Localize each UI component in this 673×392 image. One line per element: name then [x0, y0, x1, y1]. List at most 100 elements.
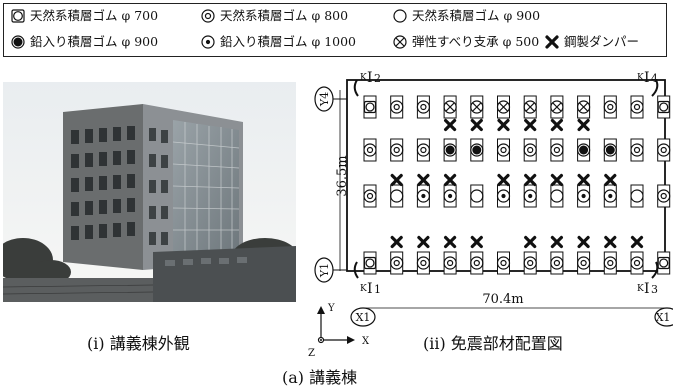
- bearing-r3-c10: [630, 251, 644, 275]
- legend-item-4: 鉛入り積層ゴム φ 1000: [200, 34, 356, 50]
- bold-x-icon: [545, 35, 559, 49]
- bearing-r1-c9: [603, 138, 617, 162]
- marker-ki4: K I 4: [637, 70, 659, 97]
- svg-text:4: 4: [651, 72, 658, 85]
- grid-bubble-x1-left: X1: [350, 307, 376, 327]
- bearing-r3-c4: [470, 251, 484, 275]
- damper-r2-c8: [577, 173, 590, 187]
- legend-label: 天然系積層ゴム φ 800: [220, 8, 349, 23]
- legend-item-3: 鉛入り積層ゴム φ 900: [10, 34, 158, 50]
- svg-text:I: I: [367, 70, 373, 86]
- legend-label: 鉛入り積層ゴム φ 900: [30, 34, 159, 49]
- bearing-r1-c11: [657, 138, 671, 162]
- grid-label-x1-right: X1: [656, 311, 671, 324]
- bearing-r2-c3: [443, 184, 457, 208]
- damper-r2-c5: [497, 173, 510, 187]
- bearing-r1-c5: [496, 138, 511, 162]
- bearing-r3-c3: [443, 251, 457, 275]
- bearing-r2-c11: [657, 184, 671, 208]
- svg-text:I: I: [644, 70, 650, 86]
- damper-r2-c6: [524, 173, 537, 187]
- legend-item-0: 天然系積層ゴム φ 700: [10, 8, 158, 24]
- damper-r0-c8: [577, 118, 590, 132]
- bearing-r3-c5: [496, 251, 511, 275]
- bearing-r2-c8: [576, 184, 591, 208]
- bearing-r3-c0: [363, 251, 377, 275]
- bearing-r2-c10: [630, 184, 644, 208]
- building-photo: [3, 82, 296, 302]
- damper-r0-c4: [470, 118, 483, 132]
- legend-item-2: 天然系積層ゴム φ 900: [392, 8, 540, 24]
- bearing-r0-c7: [550, 95, 564, 119]
- bearing-r3-c2: [416, 251, 430, 275]
- marker-ki2: K I 2: [353, 70, 381, 97]
- damper-r3-c1: [390, 235, 403, 249]
- bearing-r2-c9: [603, 184, 617, 208]
- legend-item-6: 鋼製ダンパー: [544, 34, 639, 50]
- legend-label: 天然系積層ゴム φ 700: [30, 8, 159, 23]
- legend-label: 鋼製ダンパー: [564, 34, 640, 49]
- grid-bubble-y4: Y4: [314, 86, 347, 112]
- damper-r2-c2: [417, 173, 430, 187]
- damper-r3-c6: [524, 235, 537, 249]
- bearing-r0-c3: [443, 95, 457, 119]
- bearing-r3-c1: [390, 251, 404, 275]
- damper-r2-c7: [550, 173, 564, 187]
- svg-text:I: I: [644, 281, 650, 297]
- circle-x-icon: [393, 35, 407, 49]
- grid-label-y4: Y4: [318, 92, 331, 107]
- damper-r0-c6: [524, 118, 537, 132]
- bearing-r0-c0: [363, 95, 377, 119]
- figure-caption: (a) 講義棟: [282, 368, 358, 387]
- bearing-r1-c1: [390, 138, 404, 162]
- bearing-r1-c4: [470, 138, 484, 162]
- legend-label: 鉛入り積層ゴム φ 1000: [220, 34, 357, 49]
- bearing-r1-c7: [550, 138, 564, 162]
- bearing-r3-c6: [523, 251, 537, 275]
- damper-r2-c3: [444, 173, 457, 187]
- damper-r3-c8: [577, 235, 590, 249]
- svg-text:I: I: [367, 281, 373, 297]
- height-dimension: 36.5m: [335, 155, 350, 196]
- bearing-r2-c6: [523, 184, 537, 208]
- damper-r0-c7: [550, 118, 564, 132]
- legend-box: 天然系積層ゴム φ 700 天然系積層ゴム φ 800 天然系積層ゴム φ 900 鉛…: [3, 3, 667, 57]
- marker-ki3: K I 3: [637, 261, 659, 297]
- damper-r3-c10: [630, 235, 644, 249]
- legend-item-5: 弾性すべり支承 φ 500: [392, 34, 539, 50]
- axis-z-label: Z: [308, 348, 315, 359]
- circle-icon: [393, 9, 407, 23]
- damper-r2-c9: [604, 173, 617, 187]
- damper-r3-c4: [470, 235, 483, 249]
- axis-triad: [317, 306, 355, 344]
- bearing-r2-c7: [550, 184, 564, 208]
- svg-text:K: K: [637, 73, 644, 83]
- damper-r3-c2: [417, 235, 430, 249]
- svg-text:2: 2: [374, 72, 381, 85]
- bearing-r0-c8: [576, 95, 591, 119]
- bearing-r0-c11: [657, 95, 671, 119]
- grid-bubble-x1-right: X1: [654, 307, 673, 327]
- bearing-r0-c9: [603, 95, 617, 119]
- bearing-r3-c9: [603, 251, 617, 275]
- svg-text:K: K: [360, 73, 367, 83]
- bearing-r1-c0: [363, 138, 377, 162]
- svg-text:K: K: [360, 284, 367, 294]
- legend-label: 弾性すべり支承 φ 500: [412, 34, 540, 49]
- damper-r0-c3: [444, 118, 457, 132]
- bearing-r0-c5: [496, 95, 511, 119]
- marker-ki1: K I 1: [353, 261, 381, 297]
- legend-item-1: 天然系積層ゴム φ 800: [200, 8, 348, 24]
- svg-text:K: K: [637, 284, 644, 294]
- bearing-r1-c6: [523, 138, 537, 162]
- bearing-r1-c10: [630, 138, 644, 162]
- bearing-r3-c8: [576, 251, 591, 275]
- width-dimension: 70.4m: [482, 292, 523, 307]
- bearing-r3-c7: [550, 251, 564, 275]
- damper-r3-c9: [604, 235, 617, 249]
- grid-label-x1-left: X1: [356, 311, 371, 324]
- square-circle-icon: [11, 9, 25, 23]
- grid-bubble-y1: Y1: [314, 257, 347, 283]
- damper-r3-c7: [550, 235, 564, 249]
